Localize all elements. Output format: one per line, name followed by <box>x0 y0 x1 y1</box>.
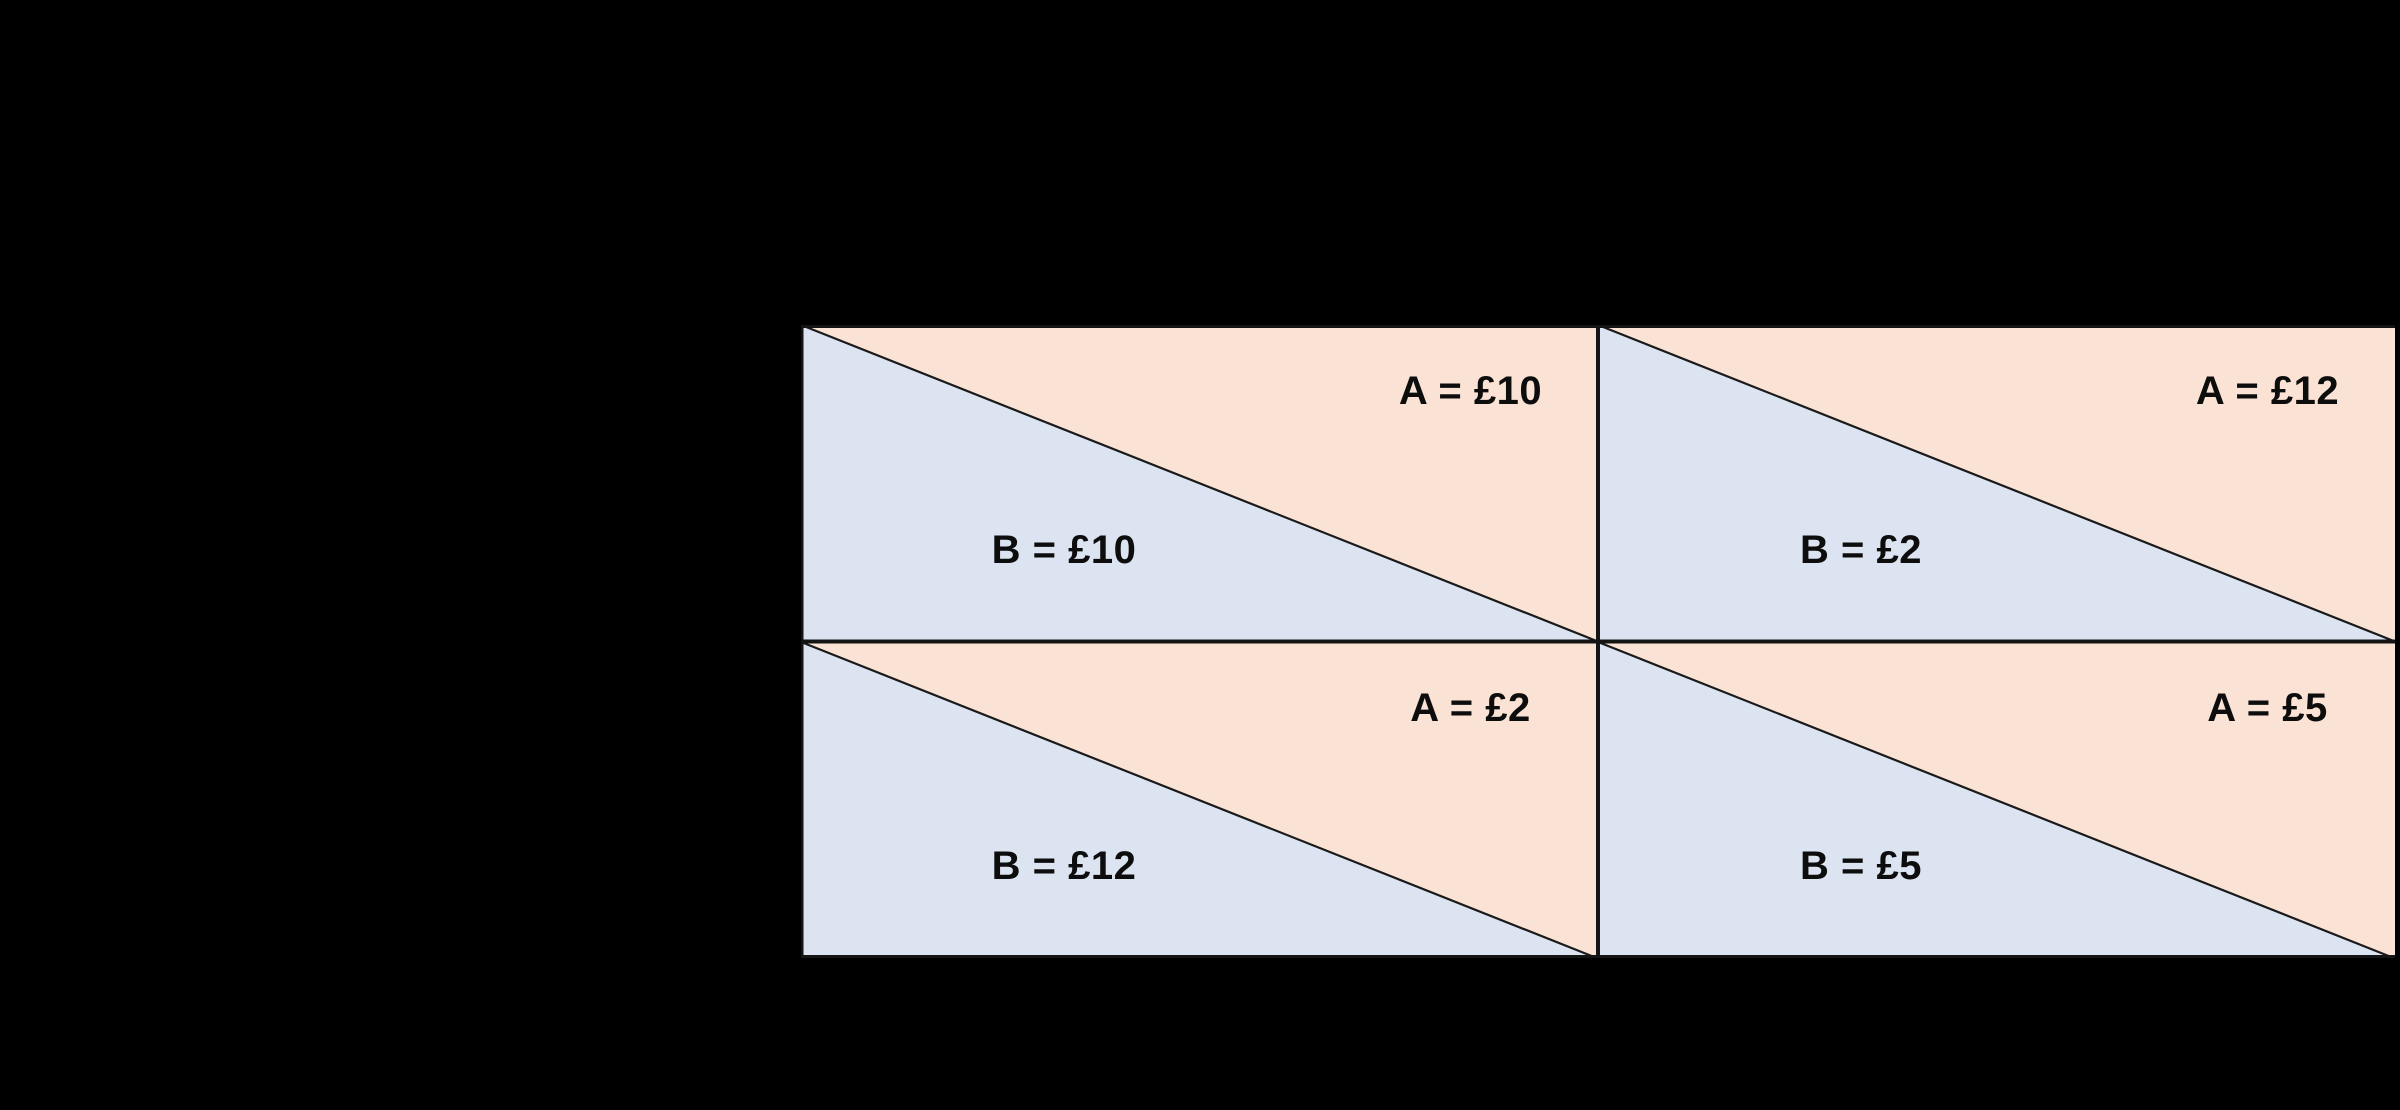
diagonal-divider <box>1598 642 2395 959</box>
diagonal-divider <box>801 325 1598 642</box>
player-b-payoff-label: B = £12 <box>991 844 1137 889</box>
player-a-payoff-label: A = £5 <box>2207 685 2328 730</box>
player-b-payoff-label: B = £5 <box>1800 844 1922 889</box>
player-b-payoff-label: B = £10 <box>991 527 1137 572</box>
player-a-payoff-label: A = £10 <box>1398 369 1543 414</box>
diagonal-divider <box>801 642 1598 959</box>
payoff-cell-bottom-left[interactable]: A = £2 B = £12 <box>801 641 1598 959</box>
cell-split-graphic <box>1598 641 2395 959</box>
payoff-cell-bottom-right[interactable]: A = £5 B = £5 <box>1598 641 2395 959</box>
diagonal-divider <box>1598 325 2395 642</box>
player-b-payoff-label: B = £2 <box>1800 527 1922 572</box>
cell-split-graphic <box>801 641 1598 959</box>
cell-split-graphic <box>801 325 1598 642</box>
payoff-cell-top-left[interactable]: A = £10 B = £10 <box>801 325 1598 642</box>
payoff-cell-top-right[interactable]: A = £12 B = £2 <box>1598 325 2395 642</box>
payoff-matrix-grid: A = £10 B = £10 A = £12 B = £2 <box>801 325 2395 958</box>
payoff-matrix: A = £10 B = £10 A = £12 B = £2 <box>801 325 2395 958</box>
player-a-payoff-label: A = £12 <box>2195 369 2340 414</box>
cell-split-graphic <box>1598 325 2395 642</box>
player-a-payoff-label: A = £2 <box>1410 685 1531 730</box>
